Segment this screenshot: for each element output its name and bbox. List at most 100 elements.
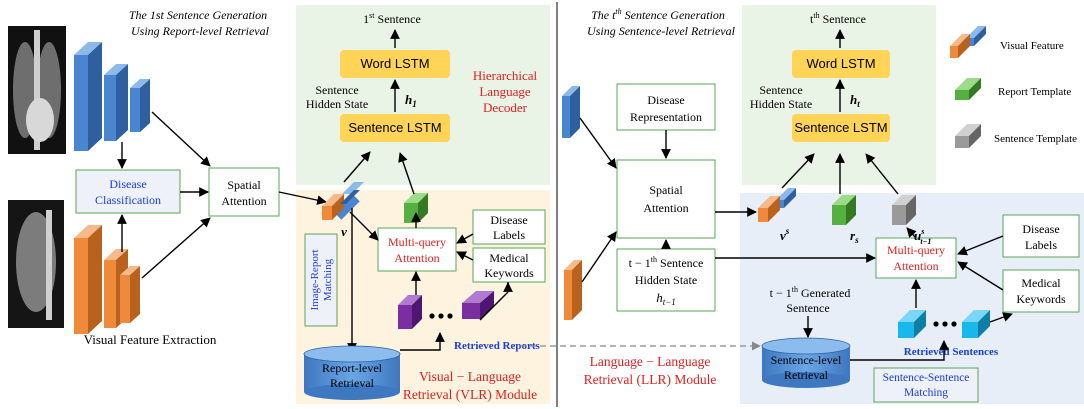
medical-keywords-box-left — [472, 247, 546, 283]
right-title-line2: Using Sentence-level Retrieval — [587, 24, 736, 38]
sentence-matching-box — [873, 367, 979, 403]
h1-label: h1 — [405, 92, 417, 109]
legend-sentence-template-icon — [955, 124, 981, 148]
disease-representation-box — [616, 83, 716, 131]
medical-keywords-right-line1: Medical — [1021, 276, 1061, 290]
sentence-retrieval-line1: Sentence-level — [771, 353, 842, 367]
llr-title-line2: Retrieval (LLR) Module — [584, 372, 717, 387]
cnn-blocks-orange — [74, 225, 140, 334]
previous-generated-line2: Sentence — [786, 301, 829, 315]
multi-query-right-line2: Attention — [893, 259, 938, 273]
word-lstm-box-left — [340, 50, 450, 78]
sentence-lstm-box-right — [792, 114, 890, 142]
hidden-state-right-line1: Sentence — [759, 83, 802, 97]
v-label: v — [341, 224, 347, 239]
llr-title-line1: Language − Language — [590, 354, 711, 369]
word-lstm-box-right — [792, 50, 890, 78]
medical-keywords-left-line2: Keywords — [484, 266, 534, 280]
report-template-cube-rs-right — [832, 195, 856, 225]
hidden-state-right-line2: Hidden State — [750, 97, 812, 111]
disease-classification-line2: Classification — [95, 193, 161, 207]
disease-labels-right-line2: Labels — [1025, 238, 1057, 252]
left-title-line2: Using Report-level Retrieval — [131, 24, 270, 38]
ht-label: ht — [850, 92, 860, 109]
left-feature-arrows — [117, 111, 327, 279]
retrieved-report-cubes — [398, 291, 494, 329]
image-report-matching-line2: Matching — [322, 258, 334, 301]
spatial-attention-left-line2: Attention — [221, 194, 266, 208]
medical-keywords-box-right — [1002, 269, 1080, 313]
previous-hidden-line2: Hidden State — [635, 273, 697, 287]
multi-query-attention-box-left — [377, 227, 457, 272]
previous-generated-line1: t − 1th Generated — [770, 285, 851, 300]
decoder-region-left — [296, 5, 550, 185]
retrieved-sentence-cubes — [898, 310, 990, 338]
spatial-attention-left-line1: Spatial — [227, 178, 261, 192]
multi-query-attention-box-right — [875, 237, 957, 279]
image-report-matching-box — [304, 233, 338, 327]
sentence-template-cube-u — [892, 195, 916, 225]
left-title-line1: The 1st Sentence Generation — [129, 8, 267, 22]
medical-keywords-left-line1: Medical — [489, 251, 529, 265]
disease-labels-box-left — [472, 209, 546, 245]
spatial-attention-box-left — [208, 167, 280, 217]
disease-representation-line1: Disease — [647, 93, 684, 107]
word-lstm-right-label: Word LSTM — [806, 56, 875, 71]
legend-sentence-template: Sentence Template — [994, 133, 1077, 145]
hld-line1: Hierarchical — [473, 68, 538, 83]
medical-keywords-right-line2: Keywords — [1016, 292, 1066, 306]
disease-labels-right-line1: Disease — [1022, 222, 1059, 236]
legend-visual-feature: Visual Feature — [1000, 40, 1064, 52]
disease-representation-line2: Representation — [630, 110, 702, 124]
word-lstm-left-label: Word LSTM — [360, 56, 429, 71]
multi-query-left-line1: Multi-query — [388, 235, 446, 249]
legend-report-template: Report Template — [998, 86, 1071, 98]
report-retrieval-line1: Report-level — [322, 361, 383, 375]
disease-classification-box — [75, 169, 181, 214]
ellipsis-dots-right — [933, 321, 957, 327]
spatial-attention-box-right — [616, 159, 716, 239]
visual-feature-cube-v — [322, 182, 364, 220]
right-arrows — [579, 117, 1013, 361]
legend: Visual Feature Report Template Sentence … — [950, 26, 1077, 148]
right-title-line1: The tth Sentence Generation — [591, 7, 725, 22]
disease-labels-left-line1: Disease — [490, 213, 527, 227]
hidden-state-left-line2: Hidden State — [306, 97, 368, 111]
sentence-matching-line2: Matching — [904, 387, 948, 399]
t-sentence-output: tth Sentence — [810, 11, 866, 26]
disease-classification-line1: Disease — [109, 177, 146, 191]
ellipsis-dots-left — [429, 313, 453, 319]
xray-image-frontal — [8, 26, 66, 154]
sentence-retrieval-line2: Retrieval — [784, 368, 829, 382]
hld-line3: Decoder — [483, 100, 528, 115]
vlr-title-line2: Retrieval (VLR) Module — [403, 387, 537, 402]
spatial-attention-right-line2: Attention — [643, 201, 688, 215]
visual-feature-extraction-label: Visual Feature Extraction — [84, 332, 217, 347]
visual-feature-block-right-orange — [564, 260, 582, 320]
hld-line2: Language — [479, 84, 530, 99]
sentence-lstm-right-label: Sentence LSTM — [794, 120, 887, 135]
report-retrieval-line2: Retrieval — [330, 376, 375, 390]
multi-query-right-line1: Multi-query — [887, 243, 945, 257]
first-sentence-output: 1st Sentence — [363, 11, 421, 26]
sentence-lstm-left-label: Sentence LSTM — [348, 120, 441, 135]
image-report-matching-line1: Image-Report — [309, 249, 321, 310]
retrieved-sentences-label: Retrieved Sentences — [904, 346, 999, 358]
sentence-matching-line1: Sentence-Sentence — [883, 372, 970, 384]
disease-labels-left-line2: Labels — [493, 228, 525, 242]
multi-query-left-line2: Attention — [394, 251, 439, 265]
previous-hidden-line1: t − 1th Sentence — [629, 255, 704, 270]
vs-label: vs — [780, 226, 790, 243]
sentence-lstm-box-left — [340, 114, 450, 142]
legend-report-template-icon — [955, 78, 981, 100]
spatial-attention-right-line1: Spatial — [649, 183, 683, 197]
visual-feature-cube-vs — [758, 188, 796, 222]
cnn-blocks-blue — [74, 42, 150, 151]
legend-visual-feature-icon — [950, 26, 986, 58]
sentence-level-retrieval-cylinder — [761, 337, 851, 388]
vlr-title-line1: Visual − Language — [419, 369, 521, 384]
visual-feature-block-right-blue — [562, 86, 580, 138]
xray-image-lateral — [8, 200, 64, 328]
hidden-state-left-line1: Sentence — [315, 83, 358, 97]
